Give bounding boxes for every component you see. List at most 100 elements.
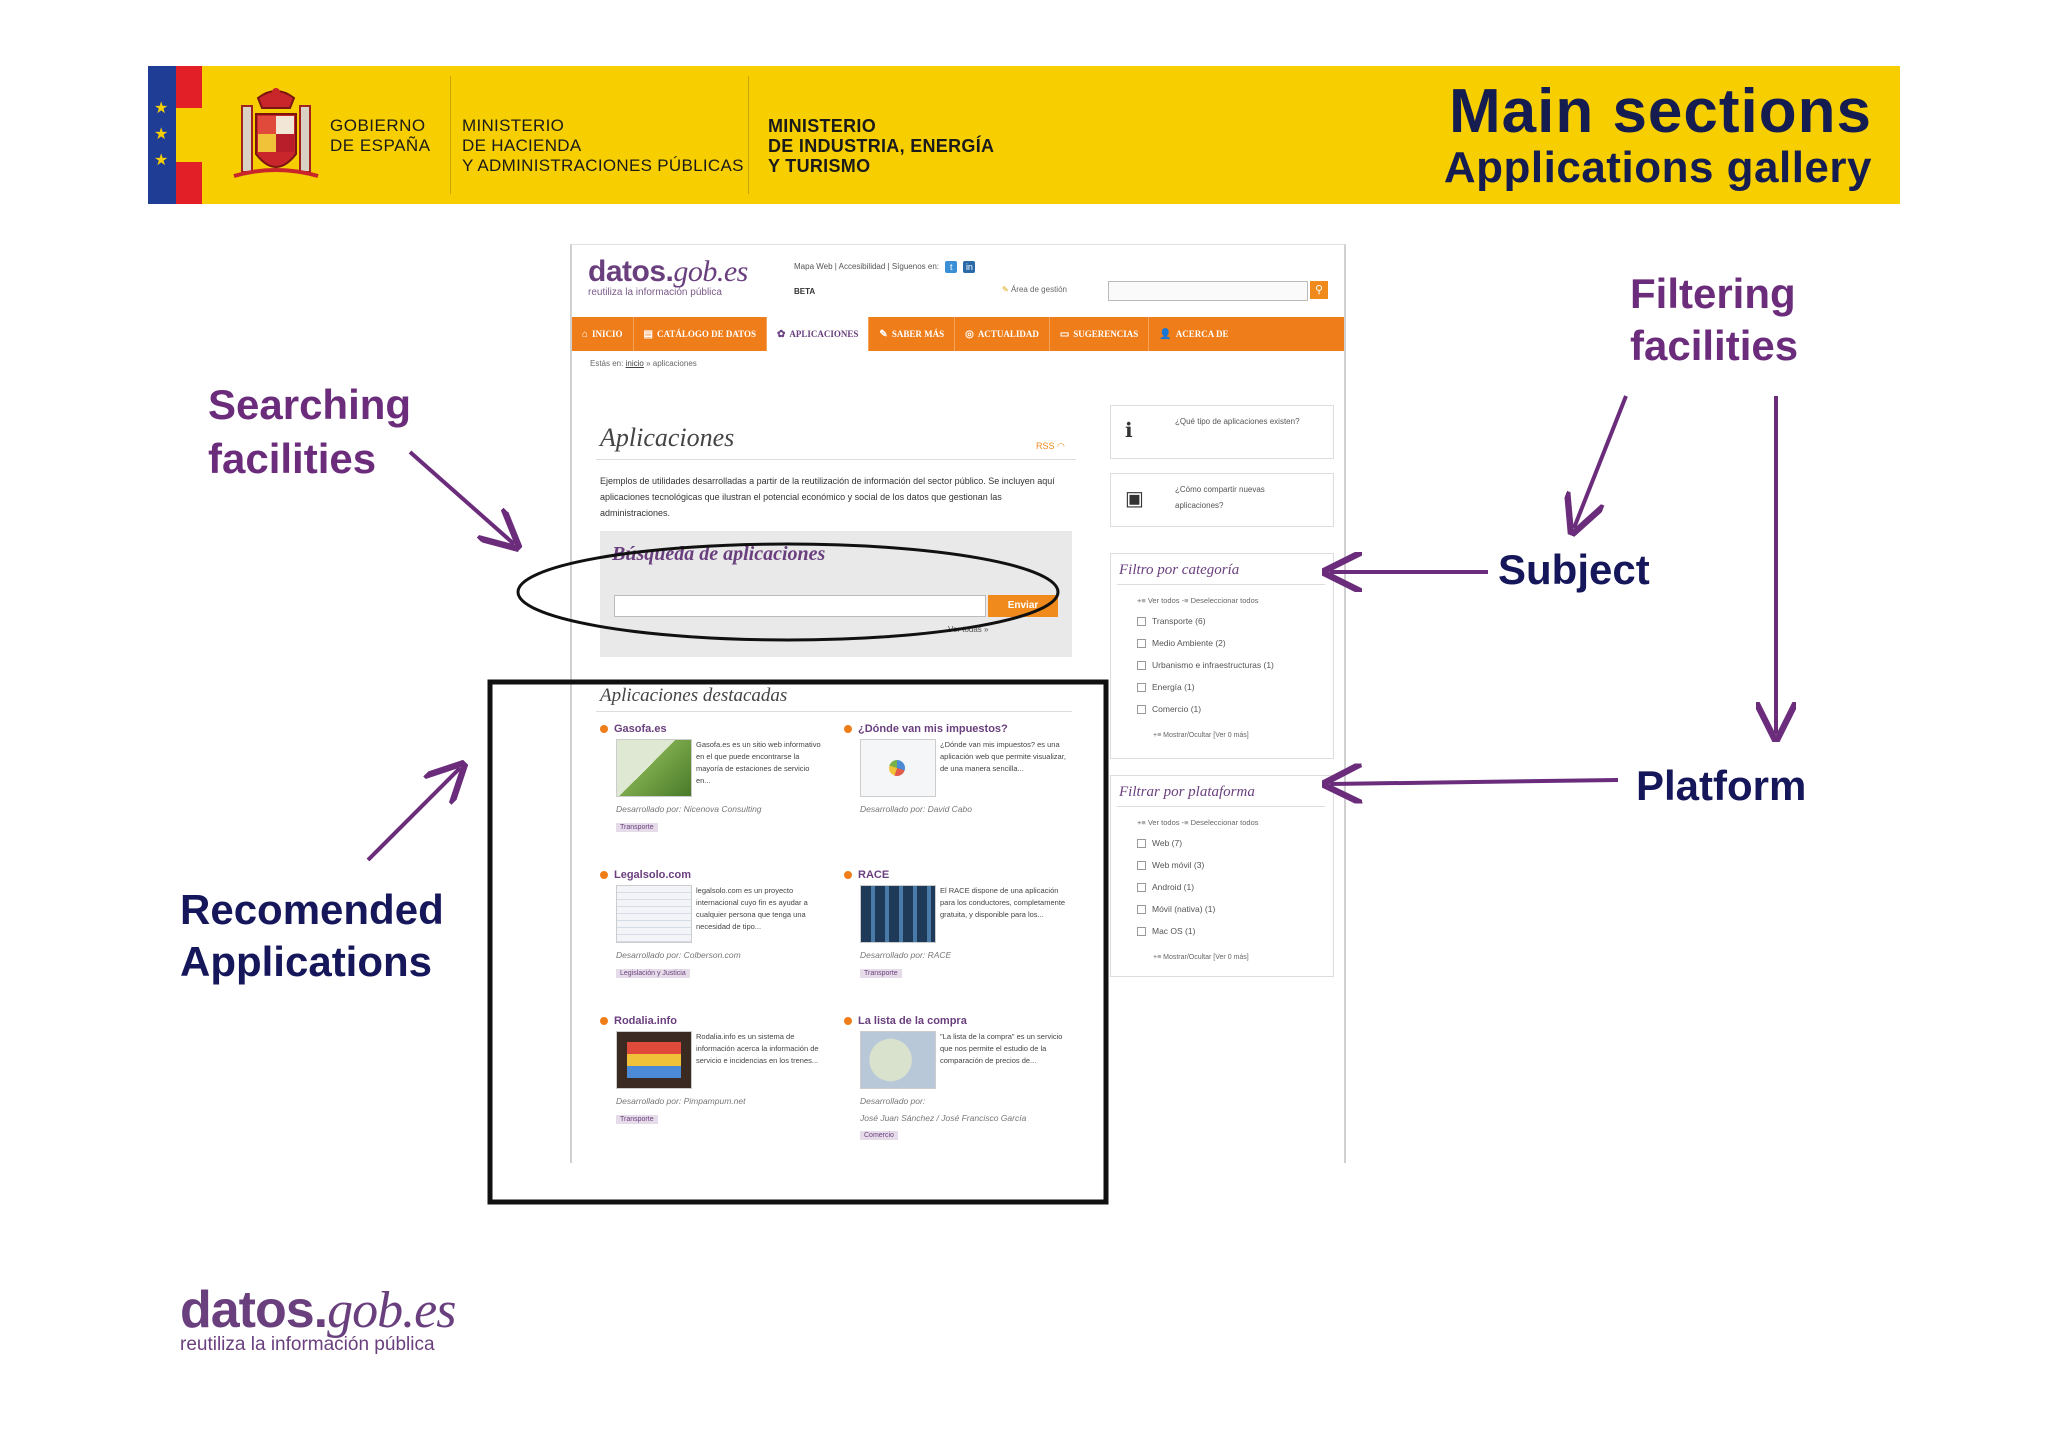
filter-platform-title: Filtrar por plataforma [1119, 784, 1255, 800]
top-links[interactable]: Mapa Web | Accesibilidad | Síguenos en: … [794, 261, 976, 273]
nav-saber-mas[interactable]: ✎SABER MÁS [869, 317, 956, 351]
app-title[interactable]: RACE [858, 869, 890, 881]
site-search-button[interactable]: ⚲ [1310, 281, 1328, 299]
app-title[interactable]: ¿Dónde van mis impuestos? [858, 723, 1008, 735]
nav-inicio[interactable]: ⌂INICIO [572, 317, 634, 351]
app-tag[interactable]: Comercio [860, 1131, 898, 1140]
gear-icon: ✿ [777, 328, 786, 340]
breadcrumb-home-link[interactable]: inicio [625, 359, 644, 368]
app-thumbnail[interactable] [860, 739, 936, 797]
app-card[interactable]: RACE El RACE dispone de una aplicación p… [844, 869, 1074, 1005]
app-thumbnail[interactable] [616, 1031, 692, 1089]
app-developer: Desarrollado por: RACE [860, 950, 952, 960]
filter-platform-item[interactable]: Mac OS (1) [1137, 926, 1195, 936]
user-icon: 👤 [1159, 328, 1172, 340]
filter-category-more-link[interactable]: +≡ Mostrar/Ocultar [Ver 0 más] [1153, 732, 1249, 739]
app-search-submit-button[interactable]: Enviar [988, 595, 1058, 617]
filter-platform-item[interactable]: Móvil (nativa) (1) [1137, 904, 1215, 914]
tools-icon: ✎ [879, 328, 888, 340]
home-icon: ⌂ [582, 328, 589, 340]
admin-area-link[interactable]: ✎ Área de gestión [1002, 285, 1067, 294]
app-thumbnail[interactable] [860, 1031, 936, 1089]
slide-header: ★ ★ ★ GOBIERNO DE ESPAÑA MINISTERIO DE H… [148, 66, 1900, 204]
app-card[interactable]: Legalsolo.com legalsolo.com es un proyec… [600, 869, 830, 1005]
filtering-arrow [1574, 395, 1628, 528]
page-title: Aplicaciones [600, 423, 735, 452]
searching-arrow [408, 450, 514, 544]
linkedin-icon[interactable]: in [963, 261, 976, 273]
app-tag[interactable]: Transporte [860, 969, 902, 978]
twitter-icon[interactable]: t [945, 261, 958, 273]
filter-category-item[interactable]: Energía (1) [1137, 682, 1195, 692]
bullet-icon [844, 725, 852, 734]
filter-category-item[interactable]: Transporte (6) [1137, 616, 1206, 626]
key-icon: ✎ [1002, 285, 1009, 294]
platform-arrow [1330, 780, 1619, 784]
app-card[interactable]: Gasofa.es Gasofa.es es un sitio web info… [600, 723, 830, 859]
app-description: "La lista de la compra" es un servicio q… [940, 1032, 1063, 1065]
footer-tagline: reutiliza la información pública [180, 1334, 435, 1355]
beta-badge: BETA [794, 287, 816, 296]
star-icon: ★ [154, 150, 169, 169]
app-developer: Desarrollado por: Pimpampum.net [616, 1096, 746, 1106]
bullet-icon [600, 871, 608, 880]
app-title[interactable]: Rodalia.info [614, 1015, 677, 1027]
app-tag[interactable]: Transporte [616, 823, 658, 832]
recommended-label: Recomended Applications [180, 886, 444, 985]
app-thumbnail[interactable] [616, 885, 692, 943]
view-all-link[interactable]: Ver todas » [948, 625, 989, 634]
site-logo[interactable]: datos.gob.es reutiliza la información pú… [588, 255, 748, 298]
app-title[interactable]: Legalsolo.com [614, 869, 692, 881]
filter-platform-item[interactable]: Web (7) [1137, 838, 1182, 848]
app-title[interactable]: Gasofa.es [614, 723, 667, 735]
filter-category-box: Filtro por categoría +≡ Ver todos -≡ Des… [1110, 553, 1334, 759]
app-card[interactable]: Rodalia.info Rodalia.info es un sistema … [600, 1015, 830, 1151]
monitor-icon: ▭ [1059, 328, 1070, 340]
nav-catalogo[interactable]: ▤CATÁLOGO DE DATOS [634, 317, 768, 351]
app-thumbnail[interactable] [860, 885, 936, 943]
info-box-types[interactable]: ℹ ¿Qué tipo de aplicaciones existen? [1110, 405, 1334, 459]
app-card[interactable]: La lista de la compra "La lista de la co… [844, 1015, 1074, 1151]
filter-category-links[interactable]: +≡ Ver todos -≡ Deseleccionar todos [1137, 596, 1259, 605]
slide-title: Main sections [1449, 77, 1872, 146]
app-developer: Desarrollado por:José Juan Sánchez / Jos… [860, 1096, 1027, 1123]
spain-flag-strip: ★ ★ ★ [148, 66, 202, 204]
app-description: ¿Dónde van mis impuestos? es una aplicac… [940, 740, 1066, 773]
app-developer: Desarrollado por: Colberson.com [616, 950, 741, 960]
news-icon: ◎ [965, 328, 974, 340]
app-search-panel: Búsqueda de aplicaciones Enviar Ver toda… [600, 531, 1072, 657]
filter-category-item[interactable]: Medio Ambiente (2) [1137, 638, 1226, 648]
filter-platform-item[interactable]: Web móvil (3) [1137, 860, 1204, 870]
filter-platform-box: Filtrar por plataforma +≡ Ver todos -≡ D… [1110, 775, 1334, 977]
app-title[interactable]: La lista de la compra [858, 1015, 967, 1027]
filter-platform-item[interactable]: Android (1) [1137, 882, 1194, 892]
nav-aplicaciones[interactable]: ✿APLICACIONES [767, 317, 870, 351]
featured-title: Aplicaciones destacadas [600, 685, 788, 706]
site-tagline: reutiliza la información pública [588, 287, 722, 298]
platform-label: Platform [1636, 762, 1807, 809]
nav-sugerencias[interactable]: ▭SUGERENCIAS [1050, 317, 1150, 351]
star-icon: ★ [154, 124, 169, 143]
app-tag[interactable]: Legislación y Justicia [616, 969, 690, 978]
filtering-label: Filtering facilities [1630, 270, 1799, 369]
filter-category-item[interactable]: Comercio (1) [1137, 704, 1201, 714]
filter-category-item[interactable]: Urbanismo e infraestructuras (1) [1137, 660, 1274, 670]
catalog-icon: ▤ [643, 328, 653, 340]
nav-actualidad[interactable]: ◎ACTUALIDAD [955, 317, 1050, 351]
nav-acerca-de[interactable]: 👤ACERCA DE [1159, 328, 1229, 340]
app-search-input[interactable] [614, 595, 986, 617]
filter-platform-links[interactable]: +≡ Ver todos -≡ Deseleccionar todos [1137, 818, 1259, 827]
rss-link[interactable]: RSS ◠ [1036, 441, 1065, 451]
site-search-input[interactable] [1108, 281, 1308, 301]
app-developer: Desarrollado por: David Cabo [860, 804, 972, 814]
app-description: legalsolo.com es un proyecto internacion… [696, 886, 808, 931]
website-screenshot: datos.gob.es reutiliza la información pú… [570, 244, 1346, 1163]
app-card[interactable]: ¿Dónde van mis impuestos? ¿Dónde van mis… [844, 723, 1074, 859]
searching-label: Searching facilities [208, 381, 412, 482]
info-box-share[interactable]: ▣ ¿Cómo compartir nuevas aplicaciones? [1110, 473, 1334, 527]
recommended-arrow [366, 768, 460, 862]
government-label: GOBIERNO DE ESPAÑA [330, 116, 431, 155]
app-tag[interactable]: Transporte [616, 1115, 658, 1124]
filter-platform-more-link[interactable]: +≡ Mostrar/Ocultar [Ver 0 más] [1153, 954, 1249, 961]
app-thumbnail[interactable] [616, 739, 692, 797]
